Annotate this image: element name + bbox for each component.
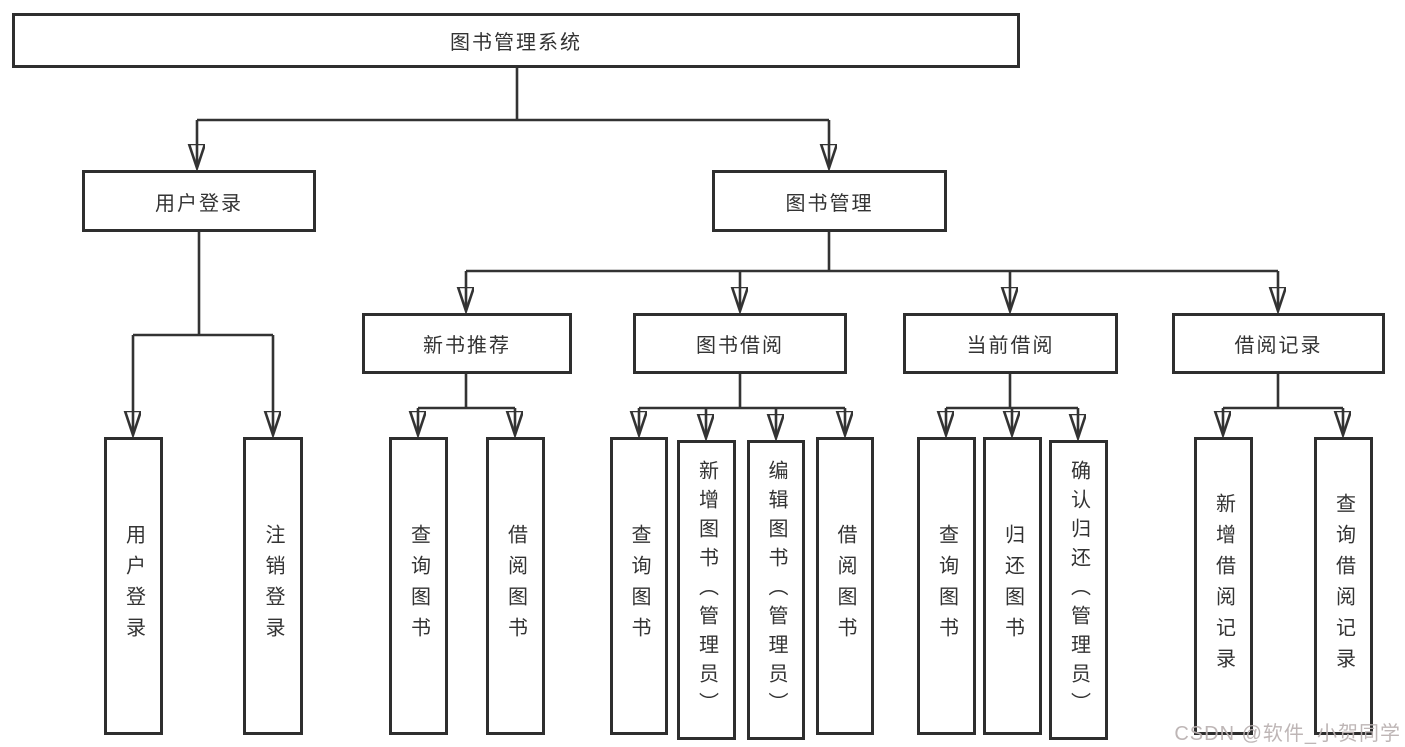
leaf-borrow-borrow-books: 借阅图书 bbox=[816, 437, 874, 735]
leaf-user-login: 用户登录 bbox=[104, 437, 163, 735]
leaf-query-borrow-record: 查询借阅记录 bbox=[1314, 437, 1373, 735]
leaf-logout: 注销登录 bbox=[243, 437, 303, 735]
leaf-confirm-return-admin: 确认归还（管理员） bbox=[1049, 440, 1108, 740]
node-borrowing-records: 借阅记录 bbox=[1172, 313, 1385, 374]
leaf-edit-books-admin: 编辑图书（管理员） bbox=[747, 440, 805, 740]
leaf-newbook-query-books: 查询图书 bbox=[389, 437, 448, 735]
leaf-return-books: 归还图书 bbox=[983, 437, 1042, 735]
leaf-current-query-books: 查询图书 bbox=[917, 437, 976, 735]
csdn-watermark: CSDN @软件_小贺同学 bbox=[1174, 723, 1401, 745]
leaf-borrow-query-books: 查询图书 bbox=[610, 437, 668, 735]
leaf-add-books-admin: 新增图书（管理员） bbox=[677, 440, 736, 740]
node-current-borrowing: 当前借阅 bbox=[903, 313, 1118, 374]
node-book-management: 图书管理 bbox=[712, 170, 947, 232]
node-book-borrowing: 图书借阅 bbox=[633, 313, 847, 374]
leaf-newbook-borrow-books: 借阅图书 bbox=[486, 437, 545, 735]
node-user-login: 用户登录 bbox=[82, 170, 316, 232]
node-new-book-recommendation: 新书推荐 bbox=[362, 313, 572, 374]
leaf-add-borrow-record: 新增借阅记录 bbox=[1194, 437, 1253, 735]
node-root-title: 图书管理系统 bbox=[12, 13, 1020, 68]
